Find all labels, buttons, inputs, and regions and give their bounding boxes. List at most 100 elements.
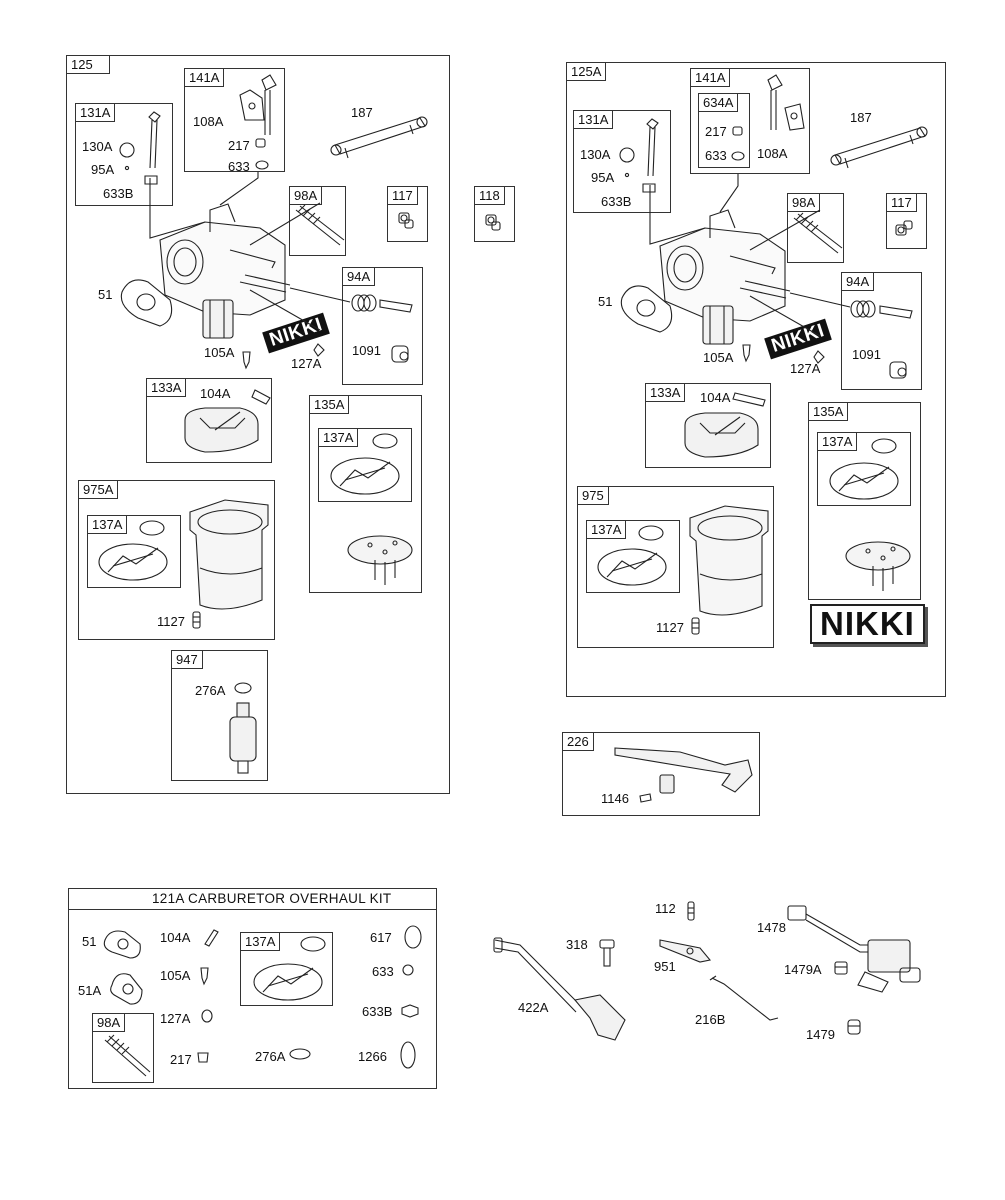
part-1127-label: 1127 bbox=[157, 614, 185, 629]
part-318-label: 318 bbox=[566, 937, 588, 952]
assembly-125-tag: 125 bbox=[66, 55, 110, 74]
subkit-135A-tag: 135A bbox=[309, 395, 350, 414]
r-subkit-133A-frame bbox=[645, 383, 771, 468]
bolt-318-icon bbox=[599, 939, 615, 967]
assembly-125-frame bbox=[66, 55, 450, 794]
r-subkit-141A-tag: 141A bbox=[690, 68, 731, 87]
part-217-label: 217 bbox=[228, 138, 250, 153]
subkit-131A-frame bbox=[75, 103, 173, 206]
part-104A-label: 104A bbox=[200, 386, 231, 401]
r-part-217-label: 217 bbox=[705, 124, 727, 139]
subkit-137A-in-975A-frame bbox=[87, 515, 181, 588]
r-part-108A-label: 108A bbox=[757, 146, 788, 161]
part-1479A-label: 1479A bbox=[784, 962, 822, 977]
subkit-137A-in-975A-tag: 137A bbox=[87, 515, 128, 534]
r-subkit-137A-in-135A-tag: 137A bbox=[817, 432, 858, 451]
subkit-975A-tag: 975A bbox=[78, 480, 119, 499]
subkit-133A-tag: 133A bbox=[146, 378, 187, 397]
overhaul-kit-title-bar bbox=[68, 888, 437, 910]
r-subkit-975-tag: 975 bbox=[577, 486, 609, 505]
r-subkit-141A-frame bbox=[690, 68, 810, 174]
r-subkit-634A-tag: 634A bbox=[698, 93, 739, 112]
kit-part-51A-label: 51A bbox=[78, 983, 102, 998]
kit-part-633-label: 633 bbox=[372, 964, 394, 979]
part-633-label: 633 bbox=[228, 159, 250, 174]
r-part-187-label: 187 bbox=[850, 110, 872, 125]
nikki-logo-big: NIKKI bbox=[810, 604, 925, 644]
subkit-94A-frame bbox=[342, 267, 423, 385]
harness-422A-icon bbox=[493, 937, 626, 1041]
subkit-94A-tag: 94A bbox=[342, 267, 376, 286]
r-part-1127-label: 1127 bbox=[656, 620, 684, 635]
subkit-117-tag: 117 bbox=[387, 186, 418, 205]
solenoid-1478-icon bbox=[787, 905, 921, 993]
part-105A-label: 105A bbox=[204, 345, 235, 360]
r-subkit-94A-frame bbox=[841, 272, 922, 390]
kit-part-1266-label: 1266 bbox=[358, 1049, 387, 1064]
part-130A-label: 130A bbox=[82, 139, 113, 154]
subkit-137A-in-135A-frame bbox=[318, 428, 412, 502]
part-112-label: 112 bbox=[655, 901, 676, 916]
subkit-131A-tag: 131A bbox=[75, 103, 116, 122]
r-subkit-137A-in-135A-frame bbox=[817, 432, 911, 506]
kit-part-617-label: 617 bbox=[370, 930, 392, 945]
nut-1479A-icon bbox=[834, 961, 848, 975]
kit-subkit-98A-tag: 98A bbox=[92, 1013, 126, 1032]
r-part-95A-label: 95A bbox=[591, 170, 615, 185]
subkit-947-tag: 947 bbox=[171, 650, 203, 669]
r-part-633B-label: 633B bbox=[601, 194, 632, 209]
overhaul-kit-title: 121A CARBURETOR OVERHAUL KIT bbox=[152, 891, 392, 906]
part-127A-label: 127A bbox=[291, 356, 322, 371]
r-subkit-133A-tag: 133A bbox=[645, 383, 686, 402]
r-part-130A-label: 130A bbox=[580, 147, 611, 162]
r-subkit-137A-in-975-tag: 137A bbox=[586, 520, 627, 539]
r-part-633-label: 633 bbox=[705, 148, 727, 163]
part-1478-label: 1478 bbox=[757, 920, 786, 935]
kit-part-633B-label: 633B bbox=[362, 1004, 393, 1019]
kit-part-105A-label: 105A bbox=[160, 968, 191, 983]
subkit-141A-tag: 141A bbox=[184, 68, 225, 87]
subkit-133A-frame bbox=[146, 378, 272, 463]
kit-part-276A-label: 276A bbox=[255, 1049, 286, 1064]
part-51-label: 51 bbox=[98, 287, 113, 302]
kit-subkit-137A-tag: 137A bbox=[240, 932, 281, 951]
nut-1479-icon bbox=[847, 1019, 861, 1035]
part-187-label: 187 bbox=[351, 105, 373, 120]
kit-part-217-label: 217 bbox=[170, 1052, 192, 1067]
part-1091-label: 1091 bbox=[352, 343, 381, 358]
r-part-1091-label: 1091 bbox=[852, 347, 881, 362]
subkit-975A-frame bbox=[78, 480, 275, 640]
kit-part-51-label: 51 bbox=[82, 934, 97, 949]
kit-part-127A-label: 127A bbox=[160, 1011, 191, 1026]
r-subkit-98A-tag: 98A bbox=[787, 193, 821, 212]
assembly-125A-tag: 125A bbox=[566, 62, 607, 81]
part-108A-label: 108A bbox=[193, 114, 224, 129]
r-subkit-135A-tag: 135A bbox=[808, 402, 849, 421]
subkit-141A-frame bbox=[184, 68, 285, 172]
part-951-label: 951 bbox=[654, 959, 676, 974]
r-subkit-135A-frame bbox=[808, 402, 921, 600]
kit-subkit-137A-frame bbox=[240, 932, 333, 1006]
part-1146-label: 1146 bbox=[601, 791, 629, 806]
r-part-104A-label: 104A bbox=[700, 390, 731, 405]
part-1479-label: 1479 bbox=[806, 1027, 835, 1042]
r-part-51-label: 51 bbox=[598, 294, 613, 309]
r-part-105A-label: 105A bbox=[703, 350, 734, 365]
r-subkit-131A-frame bbox=[573, 110, 671, 213]
subkit-137A-in-135A-tag: 137A bbox=[318, 428, 359, 447]
r-subkit-137A-in-975-frame bbox=[586, 520, 680, 593]
part-226-frame bbox=[562, 732, 760, 816]
subkit-98A-tag: 98A bbox=[289, 186, 323, 205]
part-276A-label: 276A bbox=[195, 683, 226, 698]
part-118-tag: 118 bbox=[474, 186, 505, 205]
kit-part-104A-label: 104A bbox=[160, 930, 191, 945]
screw-112-icon bbox=[687, 901, 695, 921]
r-subkit-131A-tag: 131A bbox=[573, 110, 614, 129]
subkit-135A-frame bbox=[309, 395, 422, 593]
r-subkit-975-frame bbox=[577, 486, 774, 648]
part-226-tag: 226 bbox=[562, 732, 594, 751]
assembly-125A-frame bbox=[566, 62, 946, 697]
r-subkit-94A-tag: 94A bbox=[841, 272, 875, 291]
part-422A-label: 422A bbox=[518, 1000, 549, 1015]
r-part-127A-label: 127A bbox=[790, 361, 821, 376]
